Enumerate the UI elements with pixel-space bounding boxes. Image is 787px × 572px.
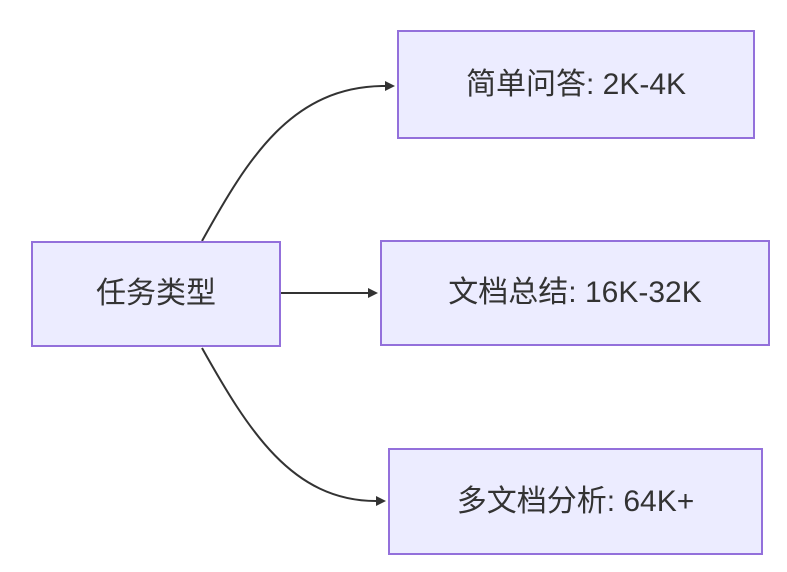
node-multi-doc-analysis-label: 多文档分析: 64K+: [456, 484, 695, 518]
node-multi-doc-analysis: 多文档分析: 64K+: [388, 448, 763, 555]
node-doc-summary: 文档总结: 16K-32K: [380, 240, 770, 346]
edge-task-to-simple-qa: [201, 81, 395, 242]
node-task-type-label: 任务类型: [96, 277, 216, 310]
node-task-type: 任务类型: [31, 241, 281, 347]
edge-task-to-multi-doc: [201, 347, 386, 506]
node-simple-qa-label: 简单问答: 2K-4K: [465, 67, 687, 101]
node-simple-qa: 简单问答: 2K-4K: [397, 30, 755, 139]
node-doc-summary-label: 文档总结: 16K-32K: [448, 276, 702, 309]
